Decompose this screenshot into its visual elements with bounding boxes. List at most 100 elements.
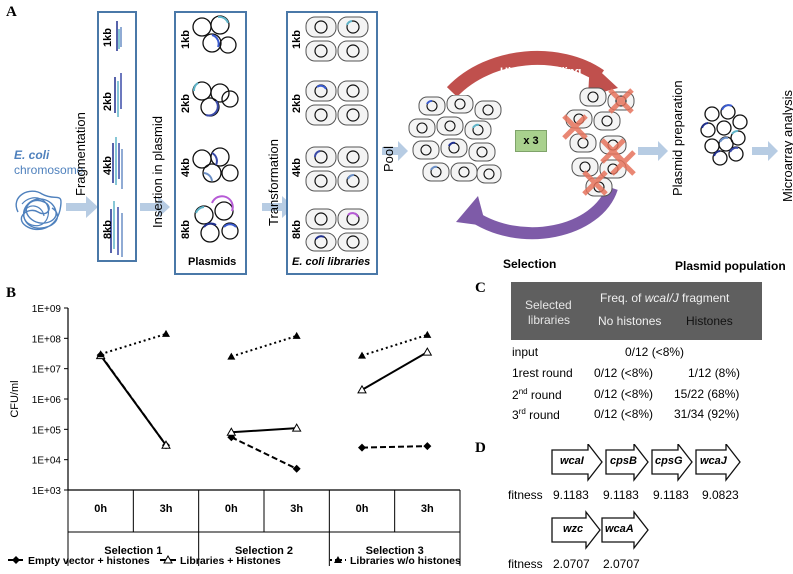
step-microarray-label: Microarray analysis	[780, 90, 793, 202]
operon-arrows	[551, 444, 741, 550]
data-point-diamond	[358, 443, 366, 452]
header-freq: Freq. of wcaI/J fragment	[600, 291, 729, 305]
data-point-diamond	[227, 433, 236, 442]
fitness-value: 2.0707	[553, 557, 590, 571]
fragment-size-2kb: 2kb	[102, 92, 114, 111]
pooled-cells-icon	[408, 95, 502, 184]
library-size-1kb: 1kb	[291, 30, 303, 49]
data-point-triangle	[292, 331, 301, 339]
data-point-triangle	[227, 352, 236, 360]
row-ordinal-suffix: nd	[518, 387, 528, 396]
panel-d-letter: D	[475, 440, 486, 456]
data-point-triangle	[334, 556, 342, 563]
row-histones: 31/34 (92%)	[674, 407, 740, 421]
data-point-open-triangle	[163, 554, 173, 564]
libraries-icon	[305, 16, 369, 252]
y-tick-label: 1E+09	[32, 304, 62, 315]
data-point-triangle	[358, 351, 366, 359]
plasmids-caption: Plasmids	[188, 256, 237, 268]
gene-cpsB: cpsB	[610, 455, 637, 467]
time-label: 0h	[94, 503, 107, 515]
row-histones: 15/22 (68%)	[674, 387, 740, 401]
y-tick-label: 1E+03	[32, 486, 62, 497]
time-label: 0h	[225, 503, 238, 515]
fitness-value: 9.0823	[702, 488, 739, 502]
row-round: round	[525, 408, 560, 422]
row-round: round	[527, 388, 562, 402]
legend-label: Empty vector + histones	[28, 555, 150, 567]
row-ordinal-suffix: rd	[518, 407, 526, 416]
plasmids-icon	[192, 15, 239, 243]
time-label: 0h	[356, 503, 369, 515]
time-label: 3h	[290, 503, 303, 515]
y-tick-label: 1E+04	[32, 456, 62, 467]
gene-wzc: wzc	[563, 523, 584, 535]
growth-label: Growth	[515, 210, 551, 222]
panel-a-letter: A	[6, 4, 17, 20]
plasmid-population-caption: Plasmid population	[675, 259, 786, 273]
chromosome-label: chromosome	[14, 163, 84, 177]
y-tick-label: 1E+06	[32, 395, 62, 406]
header-selected: Selected	[525, 298, 572, 312]
fitness-label: fitness	[508, 557, 543, 571]
y-axis-label: CFU/ml	[9, 380, 21, 417]
data-point-open-triangle	[291, 423, 302, 432]
histones-killing-label: Histones killing	[500, 66, 582, 78]
plasmid-size-8kb: 8kb	[180, 220, 192, 239]
panel-c-letter: C	[475, 280, 486, 296]
row-label: 2nd round	[512, 387, 562, 402]
chromosome-label-species: E. coli	[14, 148, 50, 162]
plasmid-population-icon	[700, 104, 748, 166]
legend-label: Libraries + Histones	[180, 555, 281, 567]
fitness-value: 2.0707	[603, 557, 640, 571]
header-freq-suffix: fragment	[678, 291, 730, 305]
legend-label: Libraries w/o histones	[350, 555, 461, 567]
series-line	[231, 334, 297, 358]
data-point-open-triangle	[226, 427, 237, 436]
fragment-size-1kb: 1kb	[102, 28, 114, 47]
chromosome-scribble-icon	[15, 190, 62, 231]
group-label: Selection 3	[366, 545, 424, 557]
row-no-histones: 0/12 (<8%)	[594, 366, 654, 380]
library-size-8kb: 8kb	[291, 220, 303, 239]
data-point-triangle	[162, 329, 170, 337]
row-no-histones: 0/12 (<8%)	[594, 407, 654, 421]
y-tick-label: 1E+05	[32, 425, 62, 436]
fitness-value: 9.1183	[553, 488, 589, 502]
fitness-value: 9.1183	[603, 488, 639, 502]
row-label: 3rd round	[512, 407, 560, 422]
row-label: input	[512, 345, 539, 359]
series-line	[361, 445, 428, 449]
header-no-histones: No histones	[598, 314, 662, 328]
header-freq-gene: wcaI/J	[644, 291, 679, 305]
data-point-open-triangle	[161, 440, 171, 449]
fitness-value: 9.1183	[653, 488, 689, 502]
gene-wcaI: wcaI	[560, 455, 584, 467]
series-line	[361, 351, 428, 391]
gene-cpsG: cpsG	[655, 455, 683, 467]
library-size-4kb: 4kb	[291, 158, 303, 177]
step-insertion-label: Insertion in plasmid	[150, 116, 165, 228]
row-histones: 1/12 (8%)	[688, 366, 741, 380]
step-pool-label: Pool	[381, 145, 396, 172]
data-point-diamond	[423, 442, 432, 451]
fragment-size-4kb: 4kb	[102, 156, 114, 175]
libraries-caption-text: E. coli libraries	[292, 256, 371, 268]
data-point-open-triangle	[422, 347, 433, 356]
data-point-triangle	[96, 350, 105, 358]
data-point-diamond	[12, 556, 20, 564]
y-tick-label: 1E+07	[32, 365, 62, 376]
row-ordinal: 3	[512, 408, 519, 422]
fitness-label: fitness	[508, 488, 543, 502]
header-histones: Histones	[686, 314, 733, 328]
time-label: 3h	[160, 503, 173, 515]
data-point-diamond	[292, 464, 301, 473]
step-fragmentation-label: Fragmentation	[73, 112, 88, 196]
killed-cells-icon	[562, 87, 636, 197]
rounds-badge: x 3	[515, 130, 547, 152]
libraries-box: 1kb 2kb 4kb 8kb E. coli libraries	[286, 11, 378, 275]
panel-b-letter: B	[6, 285, 17, 301]
libraries-caption: E. coli libraries	[292, 256, 370, 268]
row-ordinal: 2	[512, 388, 519, 402]
row-span-value: 0/12 (<8%)	[625, 345, 685, 359]
